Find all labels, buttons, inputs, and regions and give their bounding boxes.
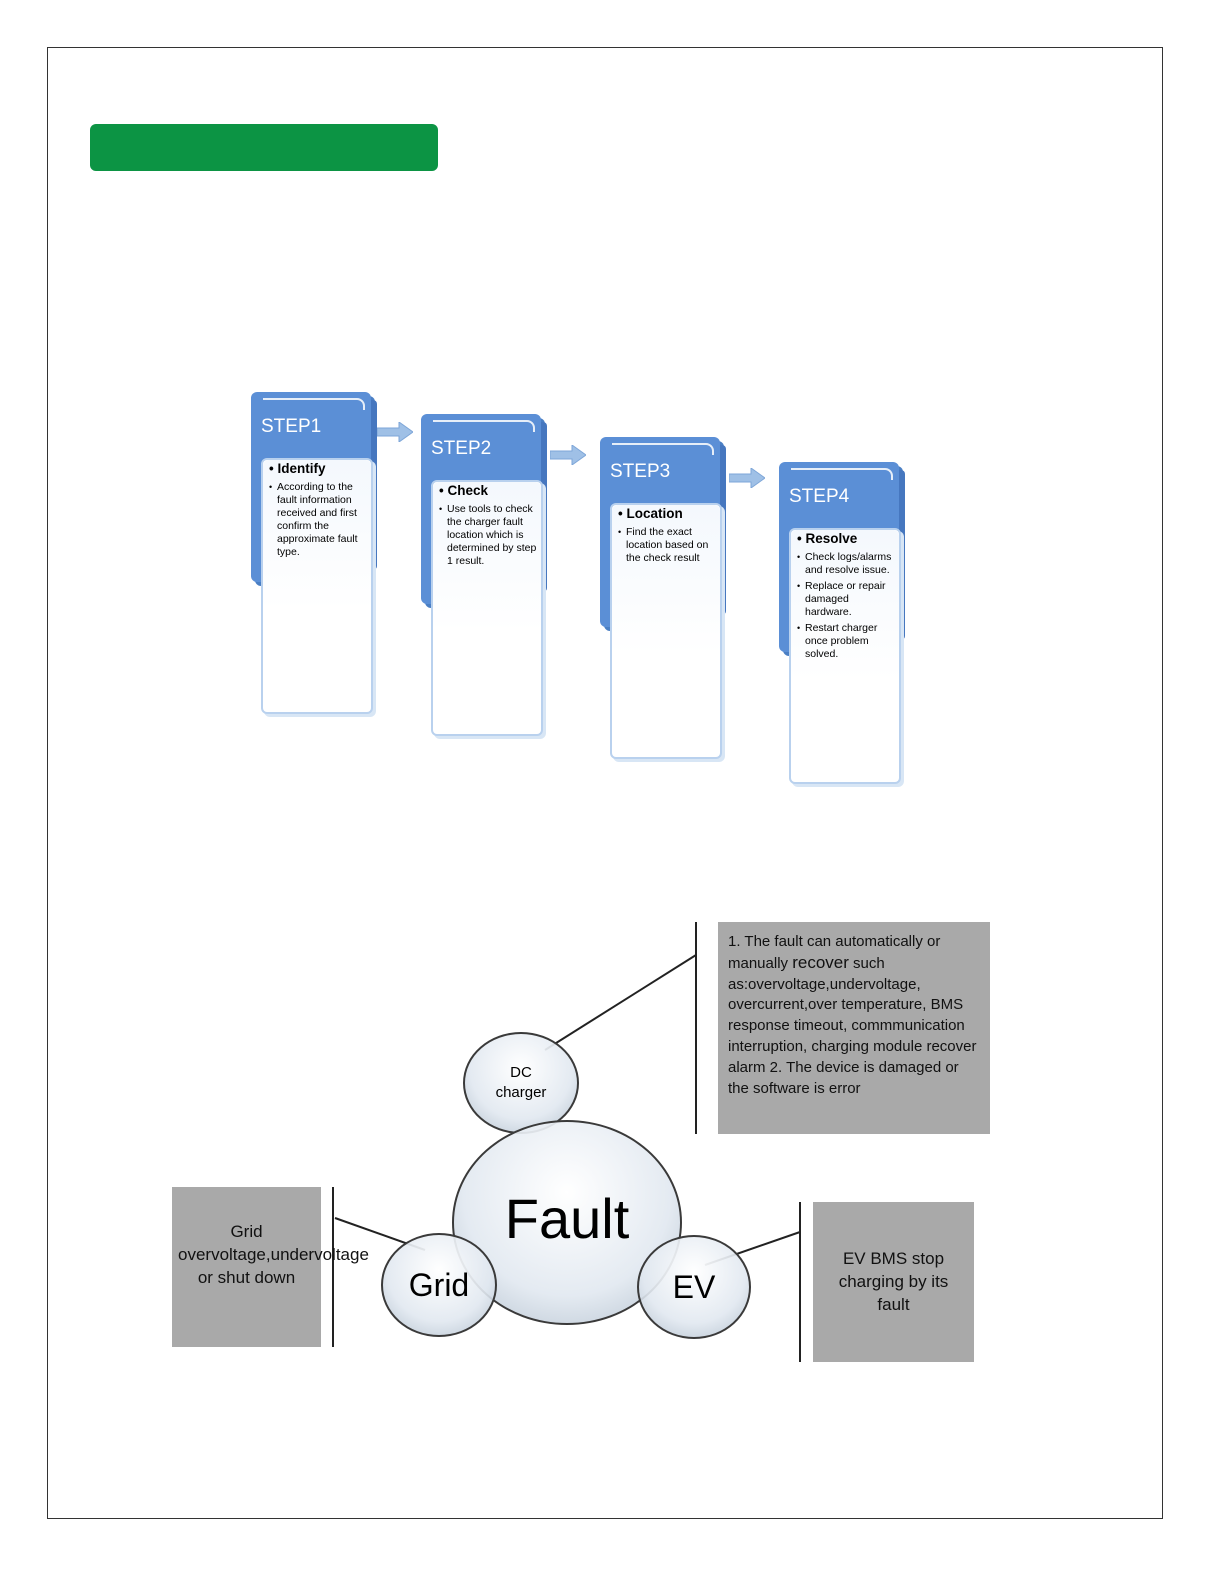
dc-note-divider: [695, 922, 697, 1134]
step-title: Resolve: [797, 532, 897, 546]
step-item: Restart charger once problem solved.: [797, 622, 897, 661]
step-label: STEP2: [431, 438, 492, 459]
dc-charger-bubble: DC charger: [463, 1032, 579, 1134]
step-title: Check: [439, 484, 539, 498]
grid-note-divider: [332, 1187, 334, 1347]
recover-emphasis: recover: [792, 952, 849, 972]
arrow-right-icon: [729, 468, 765, 488]
step-item: Replace or repair damaged hardware.: [797, 580, 897, 619]
arrow-right-icon: [550, 445, 586, 465]
step-label: STEP3: [610, 461, 671, 482]
ev-note-divider: [799, 1202, 801, 1362]
section-header-bar: [90, 124, 438, 171]
step-item: According to the fault information recei…: [269, 481, 369, 559]
step-title: Identify: [269, 462, 369, 476]
step-item: Use tools to check the charger fault loc…: [439, 503, 539, 568]
ev-note: EV BMS stop charging by its fault: [813, 1202, 974, 1362]
step-item: Find the exact location based on the che…: [618, 526, 718, 565]
ev-bubble: EV: [637, 1235, 751, 1339]
step-label: STEP1: [261, 416, 322, 437]
step-title: Location: [618, 507, 718, 521]
arrow-right-icon: [377, 422, 413, 442]
step-label: STEP4: [789, 486, 850, 507]
dc-charger-note: 1. The fault can automatically or manual…: [718, 922, 990, 1134]
step-item: Check logs/alarms and resolve issue.: [797, 551, 897, 577]
grid-bubble: Grid: [381, 1233, 497, 1337]
grid-note: Grid overvoltage,undervoltage or shut do…: [172, 1187, 369, 1347]
page-frame: [47, 47, 1163, 1519]
